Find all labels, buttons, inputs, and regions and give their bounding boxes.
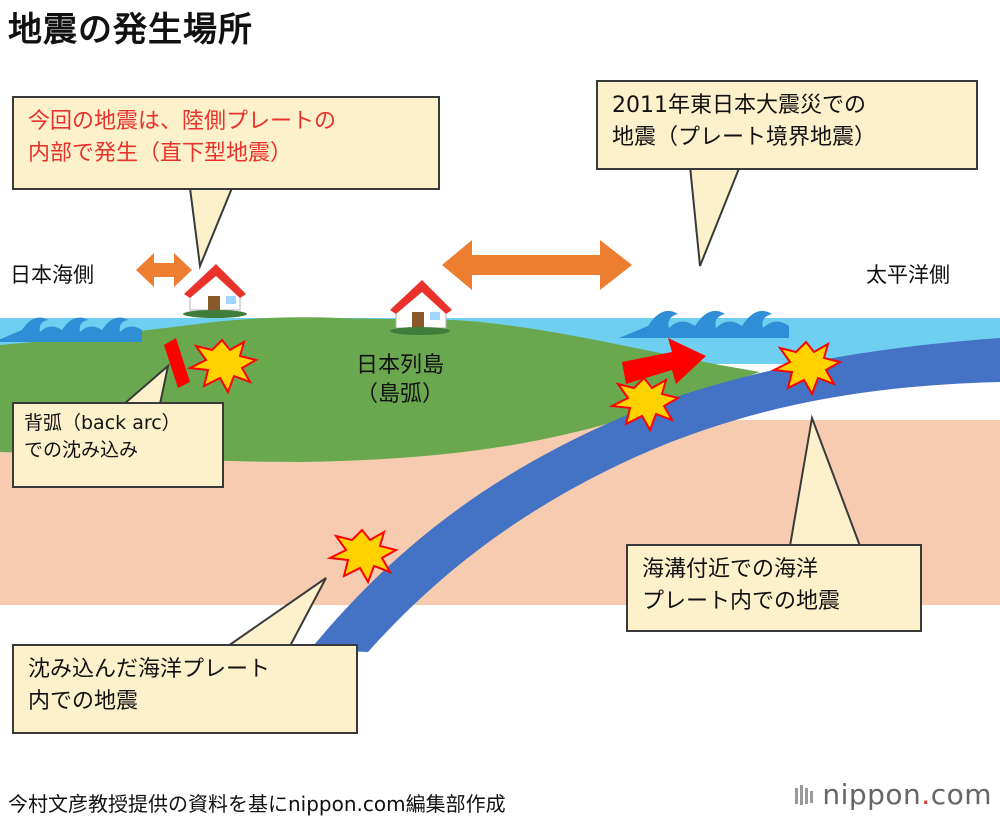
callout-line1: 2011年東日本大震災での — [612, 93, 866, 118]
sea-of-japan-side-label: 日本海側 — [10, 263, 94, 287]
callout-line2: 内部で発生（直下型地震） — [28, 140, 293, 166]
callout-line2: での沈み込み — [24, 438, 139, 461]
brand-name: nippon — [822, 778, 922, 811]
island-label-line1: 日本列島 — [355, 353, 444, 378]
slab-quake-callout: 沈み込んだ海洋プレート 内での地震 — [12, 644, 358, 734]
wave-icon — [619, 310, 789, 338]
logo-bars-icon — [795, 785, 814, 805]
double-arrow-icon — [442, 240, 632, 290]
callout-pointer — [188, 187, 234, 270]
callout-line1: 背弧（back arc） — [24, 412, 181, 434]
source-credit: 今村文彦教授提供の資料を基にnippon.com編集部作成 — [8, 792, 506, 816]
callout-line2: プレート内での地震 — [642, 588, 841, 614]
push-arrow-icon — [622, 338, 706, 384]
earthquake-burst-icon — [186, 338, 259, 395]
callout-line1: 今回の地震は、陸側プレートの — [28, 109, 337, 134]
oceanic-plate — [310, 338, 1000, 652]
callout-line2: 地震（プレート境界地震） — [612, 124, 877, 150]
inland-quake-callout: 今回の地震は、陸側プレートの 内部で発生（直下型地震） — [12, 96, 440, 190]
japan-islands-label: 日本列島 （島弧） — [330, 352, 470, 409]
push-arrow-icon — [164, 338, 190, 388]
tohoku-quake-callout: 2011年東日本大震災での 地震（プレート境界地震） — [596, 80, 978, 170]
house-icon — [390, 280, 452, 335]
callout-line1: 沈み込んだ海洋プレート — [28, 657, 271, 682]
brand-tld: com — [930, 778, 992, 811]
earthquake-burst-icon — [608, 376, 681, 433]
brand-dot: . — [921, 778, 931, 811]
callout-pointer — [688, 165, 742, 267]
pacific-side-label: 太平洋側 — [866, 263, 950, 287]
page-title: 地震の発生場所 — [8, 10, 253, 50]
nippon-logo: nippon.com — [794, 778, 992, 811]
double-arrow-icon — [136, 253, 192, 287]
callout-line2: 内での地震 — [28, 688, 139, 714]
island-label-line2: （島弧） — [355, 381, 444, 407]
wave-icon — [0, 317, 142, 342]
back-arc-callout: 背弧（back arc） での沈み込み — [12, 402, 224, 488]
house-icon — [183, 264, 247, 318]
trench-quake-callout: 海溝付近での海洋 プレート内での地震 — [626, 544, 922, 632]
earthquake-burst-icon — [326, 528, 399, 585]
earthquake-burst-icon — [770, 340, 843, 397]
callout-line1: 海溝付近での海洋 — [642, 557, 819, 582]
